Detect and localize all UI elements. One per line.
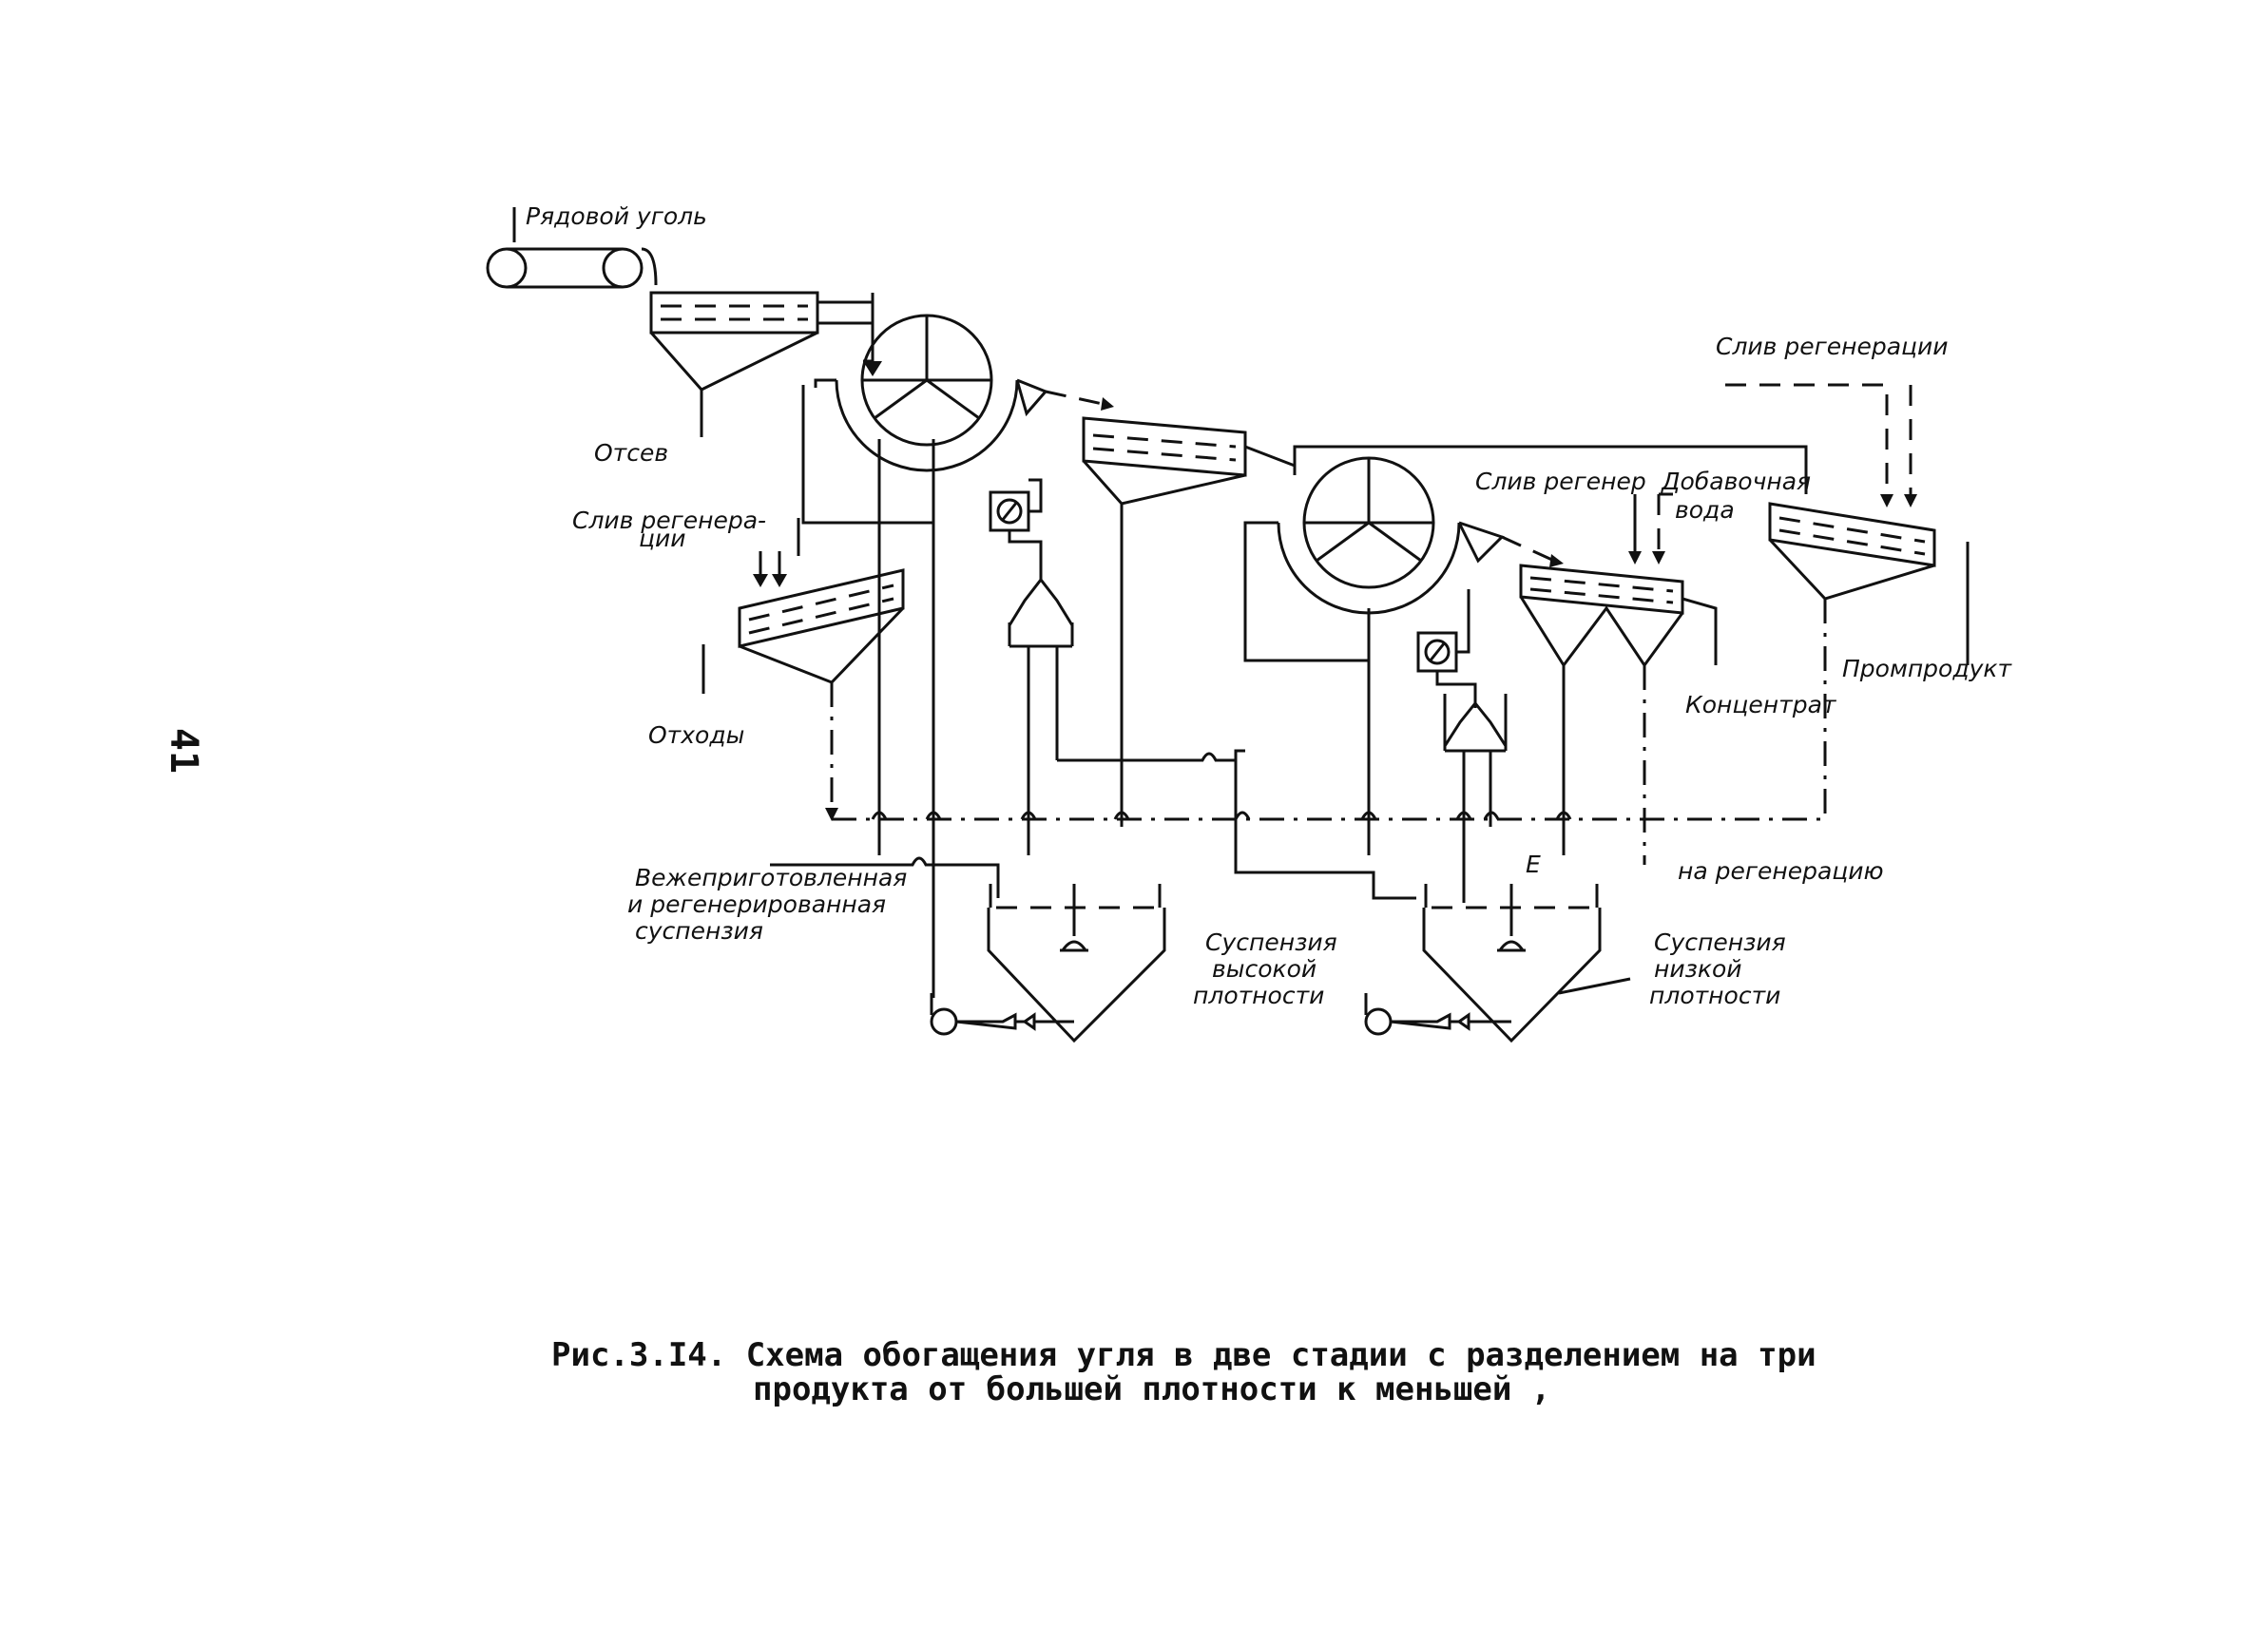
label-regen-drain-left-1: Слив регенера- [572,507,766,534]
label-middlings: Промпродукт [1842,655,2013,682]
screen-1 [649,291,875,437]
label-concentrate: Концентрат [1685,691,1837,718]
caption-line-2: продукта от большей плотности к меньшей … [753,1370,1551,1408]
label-regen-drain-mid: Слив регенер [1475,468,1646,495]
label-regen-drain-top: Слив регенерации [1716,333,1949,360]
waste-screen [702,518,905,821]
label-raw-coal: Рядовой уголь [526,202,707,230]
label-tank-mark: E [1526,851,1541,878]
belt-conveyor [486,207,658,289]
suspension-tank-2 [1364,884,1631,1043]
label-low-density-2: низкой [1654,955,1742,983]
label-low-density-1: Суспензия [1654,928,1786,956]
suspension-feed [770,856,1000,898]
label-high-density-2: высокой [1212,955,1317,983]
label-to-regeneration: на регенерацию [1678,857,1884,885]
suspension-tank-1 [930,884,1166,1043]
label-fresh-suspension-1: Вежеприготовленная [635,864,907,891]
pipes-left [801,385,935,998]
label-added-water-1: Добавочная [1661,468,1811,495]
label-regen-drain-left-2: ции [639,525,686,552]
label-high-density-1: Суспензия [1205,928,1337,956]
screen-2 [1082,416,1297,827]
screen-4 [1725,383,1970,817]
label-added-water-2: вода [1675,496,1735,524]
label-waste: Отходы [648,721,744,749]
label-low-density-3: плотности [1649,982,1780,1009]
label-high-density-3: плотности [1193,982,1324,1009]
connecting-pipe [1057,749,1416,900]
drum-separator-2 [1243,445,1808,855]
magnetic-separator-2 [1416,589,1508,903]
collection-line [832,811,1825,821]
label-screenings: Отсев [594,439,668,467]
label-fresh-suspension-3: суспензия [635,917,763,945]
drum-separator-1 [814,293,1114,472]
figure-caption: Рис.3.I4. Схема обогащения угля в две ст… [551,1338,1882,1407]
label-fresh-suspension-2: и регенерированная [627,890,886,918]
screen-3 [1519,492,1718,865]
magnetic-separator-1 [989,478,1074,855]
caption-line-1: Рис.3.I4. Схема обогащения угля в две ст… [551,1336,1816,1374]
